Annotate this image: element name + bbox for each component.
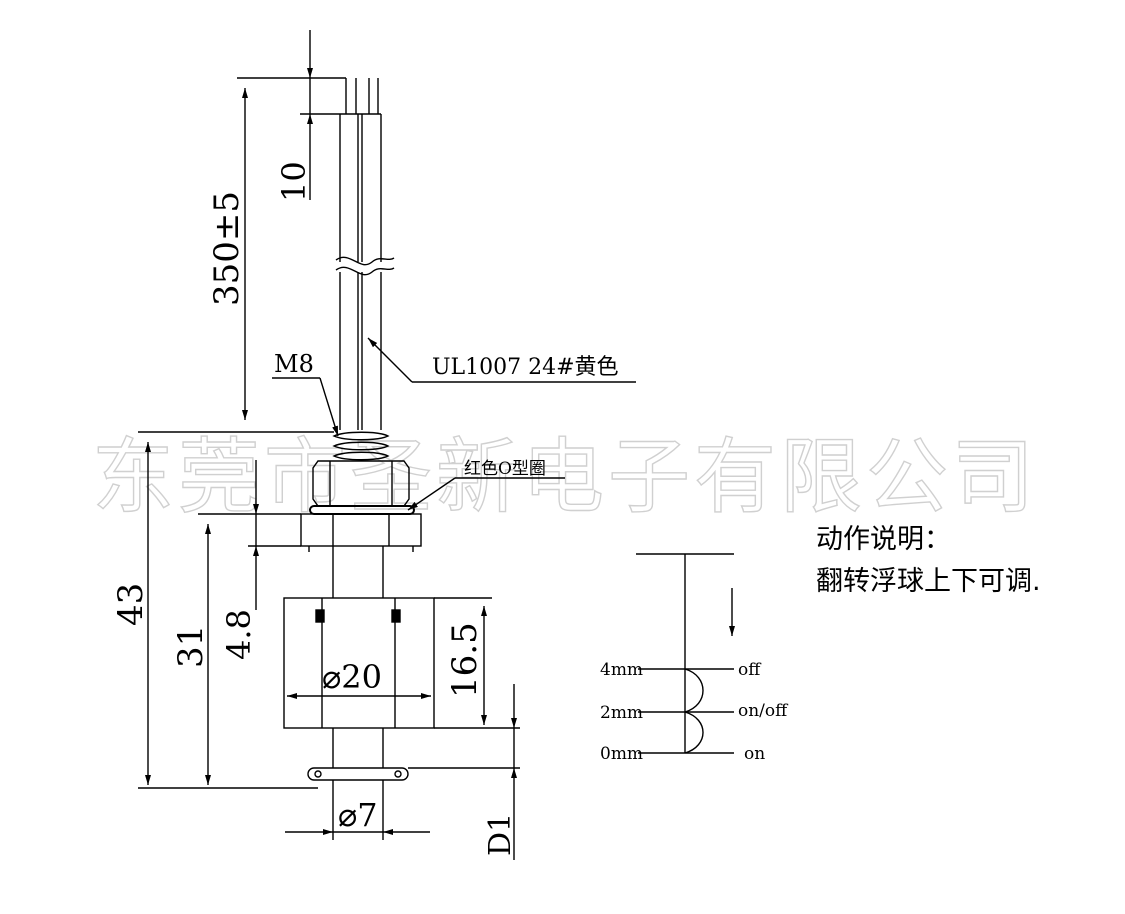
m8-thread	[332, 431, 390, 461]
stop-washer	[307, 767, 409, 781]
dim-lead-strip: 10	[275, 161, 313, 202]
dim-float-height: 16.5	[445, 622, 485, 698]
state-label-on-off: on/off	[738, 701, 789, 721]
description-text: 翻转浮球上下可调.	[816, 566, 1041, 597]
description-title: 动作说明：	[816, 524, 951, 555]
company-watermark: 东莞市圣新电子有限公司	[92, 430, 1038, 525]
level-label-4mm: 4mm	[600, 660, 643, 680]
wire-spec-label: UL1007 24#黄色	[432, 355, 619, 380]
dim-stem-diameter: ⌀7	[338, 796, 378, 834]
level-label-2mm: 2mm	[600, 703, 643, 723]
state-label-on: on	[744, 744, 765, 764]
dim-d1: D1	[483, 813, 518, 856]
o-ring-label: 红色O型圈	[464, 459, 546, 479]
dim-cable-length: 350±5	[207, 191, 247, 306]
switch-action-chart	[636, 553, 735, 754]
dimension-lines	[138, 30, 636, 860]
dim-mount-height: 31	[171, 625, 211, 668]
dim-nut-height: 4.8	[220, 609, 258, 660]
dim-overall-height: 43	[111, 583, 151, 626]
level-label-0mm: 0mm	[600, 744, 643, 764]
mount-flange	[300, 513, 422, 552]
state-label-off: off	[738, 660, 762, 680]
stem	[332, 546, 384, 768]
float-ball	[283, 597, 435, 729]
dim-thread-label: M8	[274, 350, 314, 378]
lead-wires	[335, 78, 395, 430]
dim-float-diameter: ⌀20	[322, 658, 382, 696]
